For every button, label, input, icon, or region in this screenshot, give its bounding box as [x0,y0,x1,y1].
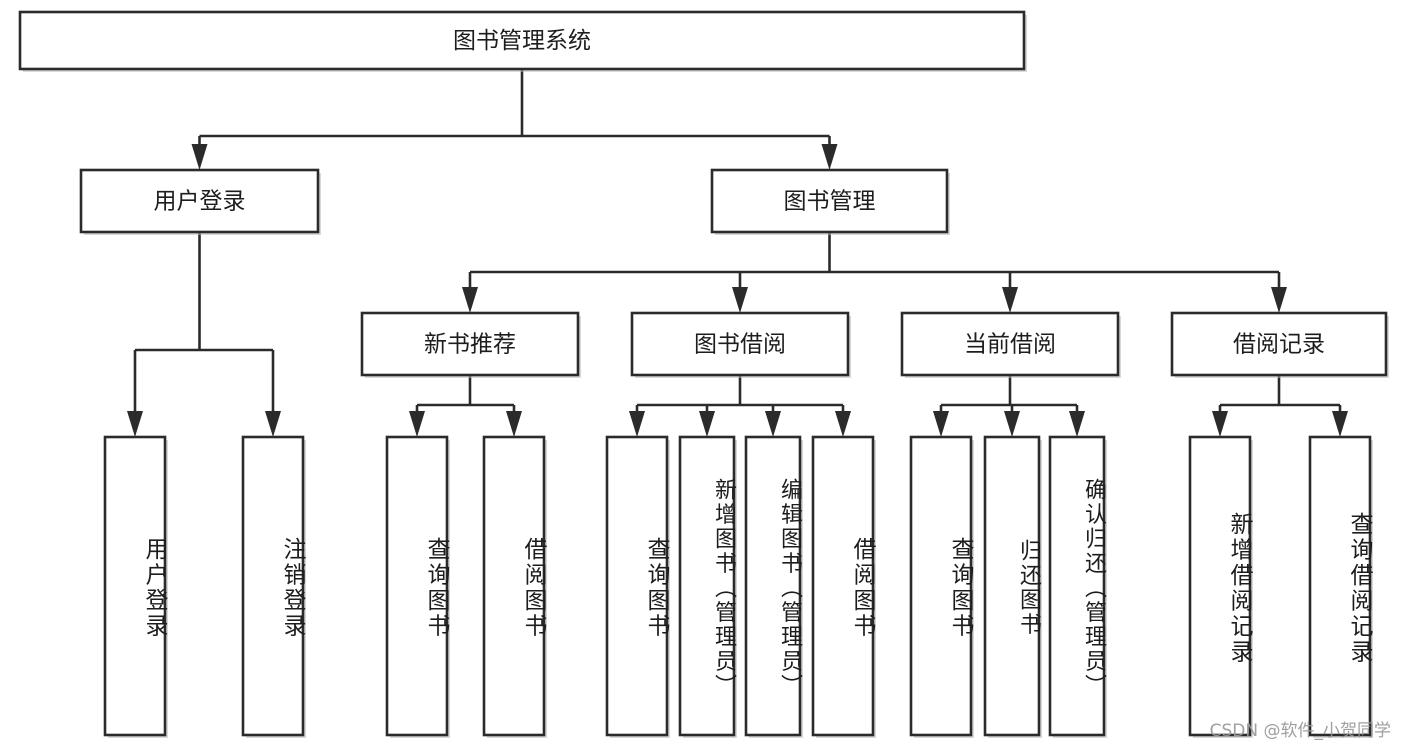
connector-arrow-icon [629,411,645,437]
node-leaf-box-8[interactable] [909,435,973,737]
node-leaf-box-4[interactable] [605,435,669,737]
connector-arrow-icon [765,411,781,437]
node-level2-label-0: 用户登录 [154,189,246,215]
node-level3-box-0[interactable] [360,311,580,377]
connector-layer [127,69,1348,437]
connector-arrow-icon [1004,411,1020,437]
node-level2-label-1: 图书管理 [784,189,876,215]
node-level3-label-1: 图书借阅 [694,332,786,358]
connector-arrow-icon [835,411,851,437]
connector-arrow-icon [1002,287,1018,313]
connector-arrow-icon [821,144,838,170]
node-level3-label-2: 当前借阅 [964,332,1056,358]
connector-arrow-icon [265,411,281,437]
connector-arrow-icon [1271,287,1287,313]
node-root-label: 图书管理系统 [453,28,591,54]
connector-arrow-icon [127,411,143,437]
connector-arrow-icon [409,411,425,437]
node-level3-label-3: 借阅记录 [1233,332,1325,358]
connector-arrow-icon [191,144,208,170]
connector-arrow-icon [462,287,478,313]
node-level3-label-0: 新书推荐 [424,332,516,358]
node-leaf-box-7[interactable] [811,435,875,737]
node-leaf-box-3[interactable] [482,435,546,737]
node-leaf-box-10[interactable] [1048,435,1106,737]
connector-arrow-icon [699,411,715,437]
node-leaf-box-9[interactable] [983,435,1041,737]
connector-arrow-icon [1212,411,1228,437]
node-level3-box-1[interactable] [630,311,850,377]
node-leaf-box-6[interactable] [744,435,802,737]
node-root-box[interactable] [18,10,1026,71]
node-level3-box-2[interactable] [900,311,1120,377]
connector-arrow-icon [506,411,522,437]
node-level2-box-0[interactable] [79,168,320,234]
connector-arrow-icon [1332,411,1348,437]
node-level2-box-1[interactable] [710,168,949,234]
node-leaf-box-11[interactable] [1188,435,1252,737]
node-leaf-box-1[interactable] [241,435,305,737]
connector-arrow-icon [732,287,748,313]
node-leaf-box-5[interactable] [678,435,736,737]
node-box-layer [18,10,1389,738]
connector-arrow-icon [1069,411,1085,437]
node-level3-box-3[interactable] [1170,311,1388,377]
node-leaf-box-0[interactable] [103,435,167,737]
node-leaf-box-12[interactable] [1308,435,1372,737]
node-leaf-box-2[interactable] [385,435,449,737]
connector-arrow-icon [933,411,949,437]
